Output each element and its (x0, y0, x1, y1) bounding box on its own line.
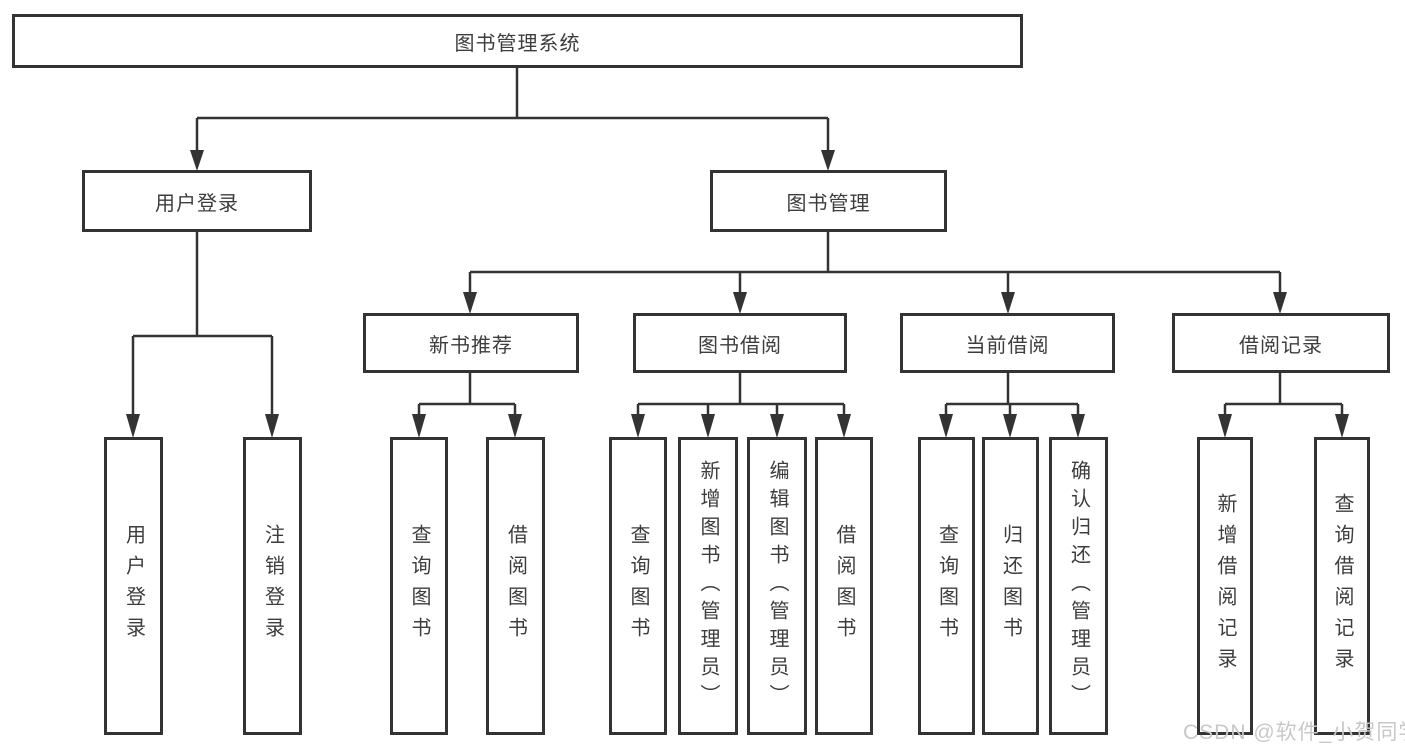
leaf-query-borrow-record-label: 查询借阅记录 (1331, 493, 1353, 679)
node-user-login: 用户登录 (82, 170, 312, 232)
leaf-query-book-under-recommend: 查询图书 (390, 437, 448, 735)
leaf-return-book: 归还图书 (982, 437, 1039, 735)
arrowhead-icons (126, 150, 1349, 438)
leaf-add-book-admin: 新增图书（管理员） (678, 437, 738, 735)
csdn-watermark: CSDN @软件_小贺同学 (1183, 721, 1405, 744)
leaf-query-borrow-record: 查询借阅记录 (1314, 437, 1370, 735)
leaf-query-book-under-current-label: 查询图书 (935, 524, 958, 648)
node-new-book-recommend-label: 新书推荐 (429, 334, 513, 357)
node-new-book-recommend: 新书推荐 (363, 313, 579, 373)
leaf-return-book-label: 归还图书 (999, 524, 1022, 648)
leaf-query-book-under-borrow: 查询图书 (609, 437, 667, 735)
node-book-management: 图书管理 (710, 170, 947, 232)
leaf-confirm-return-admin: 确认归还（管理员） (1049, 437, 1108, 735)
leaf-query-book-under-recommend-label: 查询图书 (408, 524, 430, 648)
leaf-user-login: 用户登录 (104, 437, 163, 735)
node-book-borrow: 图书借阅 (633, 313, 847, 373)
leaf-add-book-admin-label: 新增图书（管理员） (697, 460, 719, 712)
leaf-query-book-under-borrow-label: 查询图书 (627, 524, 649, 648)
leaf-logout: 注销登录 (243, 437, 302, 735)
node-library-system: 图书管理系统 (12, 14, 1023, 68)
node-user-login-label: 用户登录 (155, 192, 239, 215)
leaf-borrow-book-under-borrow: 借阅图书 (815, 437, 873, 735)
tree-wires (131, 68, 1344, 416)
leaf-borrow-book-under-recommend: 借阅图书 (486, 437, 545, 735)
leaf-add-borrow-record-label: 新增借阅记录 (1214, 493, 1236, 679)
node-borrow-record-label: 借阅记录 (1239, 334, 1323, 357)
node-borrow-record: 借阅记录 (1172, 313, 1390, 373)
node-book-management-label: 图书管理 (786, 192, 871, 215)
leaf-logout-label: 注销登录 (261, 524, 284, 648)
leaf-confirm-return-admin-label: 确认归还（管理员） (1067, 460, 1090, 712)
leaf-borrow-book-under-borrow-label: 借阅图书 (833, 524, 855, 648)
node-book-borrow-label: 图书借阅 (698, 334, 782, 357)
leaf-edit-book-admin: 编辑图书（管理员） (747, 437, 807, 735)
leaf-add-borrow-record: 新增借阅记录 (1197, 437, 1253, 735)
leaf-borrow-book-under-recommend-label: 借阅图书 (504, 524, 527, 648)
leaf-user-login-label: 用户登录 (122, 524, 145, 648)
node-current-borrow: 当前借阅 (900, 313, 1115, 373)
leaf-edit-book-admin-label: 编辑图书（管理员） (766, 460, 788, 712)
node-current-borrow-label: 当前借阅 (965, 334, 1050, 357)
node-library-system-label: 图书管理系统 (454, 32, 581, 55)
leaf-query-book-under-current: 查询图书 (918, 437, 975, 735)
